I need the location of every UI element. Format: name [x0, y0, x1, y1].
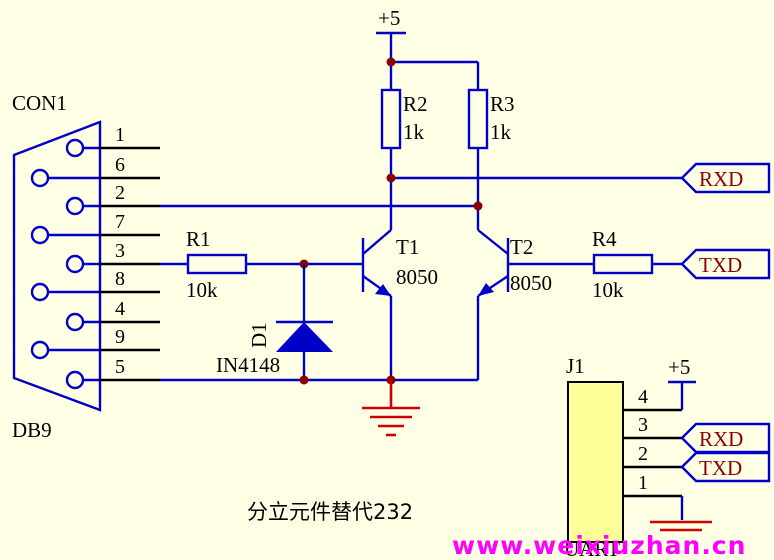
diagram-caption: 分立元件替代232	[247, 500, 413, 524]
resistor-r1: R1 10k	[160, 227, 363, 302]
diode-d1: D1 IN4148	[216, 264, 333, 380]
db9-pin-number: 2	[115, 182, 125, 204]
db9-pin-number: 4	[115, 298, 125, 320]
transistor-t2-ref: T2	[510, 235, 533, 259]
power-label-j1: +5	[668, 355, 690, 379]
header-pin-number: 4	[638, 386, 648, 408]
resistor-r1-ref: R1	[186, 227, 211, 251]
junction-dot	[386, 57, 396, 67]
resistor-r2-value: 1k	[403, 120, 425, 144]
header-j1-body	[567, 381, 624, 543]
transistor-t1-value: 8050	[396, 265, 438, 289]
db9-pin-number: 5	[115, 356, 125, 378]
resistor-r3: R3 1k	[467, 88, 515, 150]
db9-hole-3	[65, 254, 85, 274]
emitter-arrow-icon	[375, 284, 391, 296]
header-pin-number: 1	[638, 472, 648, 494]
resistor-r3-body	[467, 88, 489, 150]
junction-dot	[299, 375, 309, 385]
db9-hole-8	[30, 282, 50, 302]
resistor-r2: R2 1k	[380, 88, 428, 150]
db9-hole-1	[65, 138, 85, 158]
diode-d1-value: IN4148	[216, 353, 280, 377]
net-label-rxd: RXD	[680, 162, 771, 194]
db9-pin-number: 6	[115, 154, 125, 176]
db9-pin-number: 8	[115, 268, 125, 290]
power-rail-top: +5	[376, 6, 480, 90]
net-label-j1-rxd-text: RXD	[699, 427, 743, 451]
db9-hole-7	[30, 225, 50, 245]
resistor-r2-ref: R2	[403, 92, 428, 116]
transistor-t2-value: 8050	[510, 271, 552, 295]
resistor-r3-ref: R3	[490, 92, 515, 116]
db9-pin-number: 1	[115, 124, 125, 146]
power-label-top: +5	[378, 6, 400, 30]
junction-dot	[386, 173, 396, 183]
ground-symbol-icon	[362, 380, 420, 437]
header-pin-number: 3	[638, 414, 648, 436]
transistor-t1-ref: T1	[396, 235, 419, 259]
resistor-r1-value: 10k	[186, 278, 218, 302]
junction-dot	[473, 201, 483, 211]
transistor-t2: T2 8050	[476, 229, 594, 380]
net-label-shape	[680, 422, 771, 454]
db9-type-label: DB9	[12, 418, 52, 442]
header-j1-ref: J1	[566, 354, 585, 378]
resistor-r1-body	[186, 253, 248, 275]
net-label-shape	[680, 248, 771, 280]
net-label-rxd-text: RXD	[699, 167, 743, 191]
db9-hole-2	[65, 196, 85, 216]
db9-hole-9	[30, 340, 50, 360]
db9-hole-4	[65, 312, 85, 332]
resistor-r4-body	[592, 253, 654, 275]
db9-pin-number: 7	[115, 211, 125, 233]
net-label-shape	[680, 451, 771, 483]
header-j1-name: UART	[564, 537, 620, 560]
db9-reference: CON1	[12, 91, 67, 115]
resistor-r2-body	[380, 88, 402, 150]
resistor-r3-value: 1k	[490, 120, 512, 144]
header-pin-number: 2	[638, 443, 648, 465]
db9-pin-number: 3	[115, 240, 125, 262]
transistor-t1: T1 8050	[361, 229, 438, 380]
db9-hole-6	[30, 168, 50, 188]
watermark: www.weixiuzhan.cn	[452, 531, 746, 560]
db9-hole-5	[65, 370, 85, 390]
net-label-shape	[680, 162, 771, 194]
resistor-r4-value: 10k	[592, 278, 624, 302]
diode-triangle-icon	[276, 322, 333, 352]
resistor-r4: R4 10k	[592, 227, 682, 302]
resistor-r4-ref: R4	[592, 227, 617, 251]
emitter-arrow-icon	[478, 283, 494, 296]
diode-d1-ref: D1	[247, 322, 271, 348]
header-j1: J1 4 3 2 1 UART +5 RXD TXD	[564, 354, 771, 560]
net-label-txd-text: TXD	[699, 253, 742, 277]
db9-pin-number: 9	[115, 326, 125, 348]
db9-shell	[12, 120, 102, 412]
net-label-txd: TXD	[680, 248, 771, 280]
net-label-j1-txd-text: TXD	[699, 456, 742, 480]
db9-connector: 1 6 2 7 3 8 4 9 5 CON1 DB9	[12, 91, 160, 442]
